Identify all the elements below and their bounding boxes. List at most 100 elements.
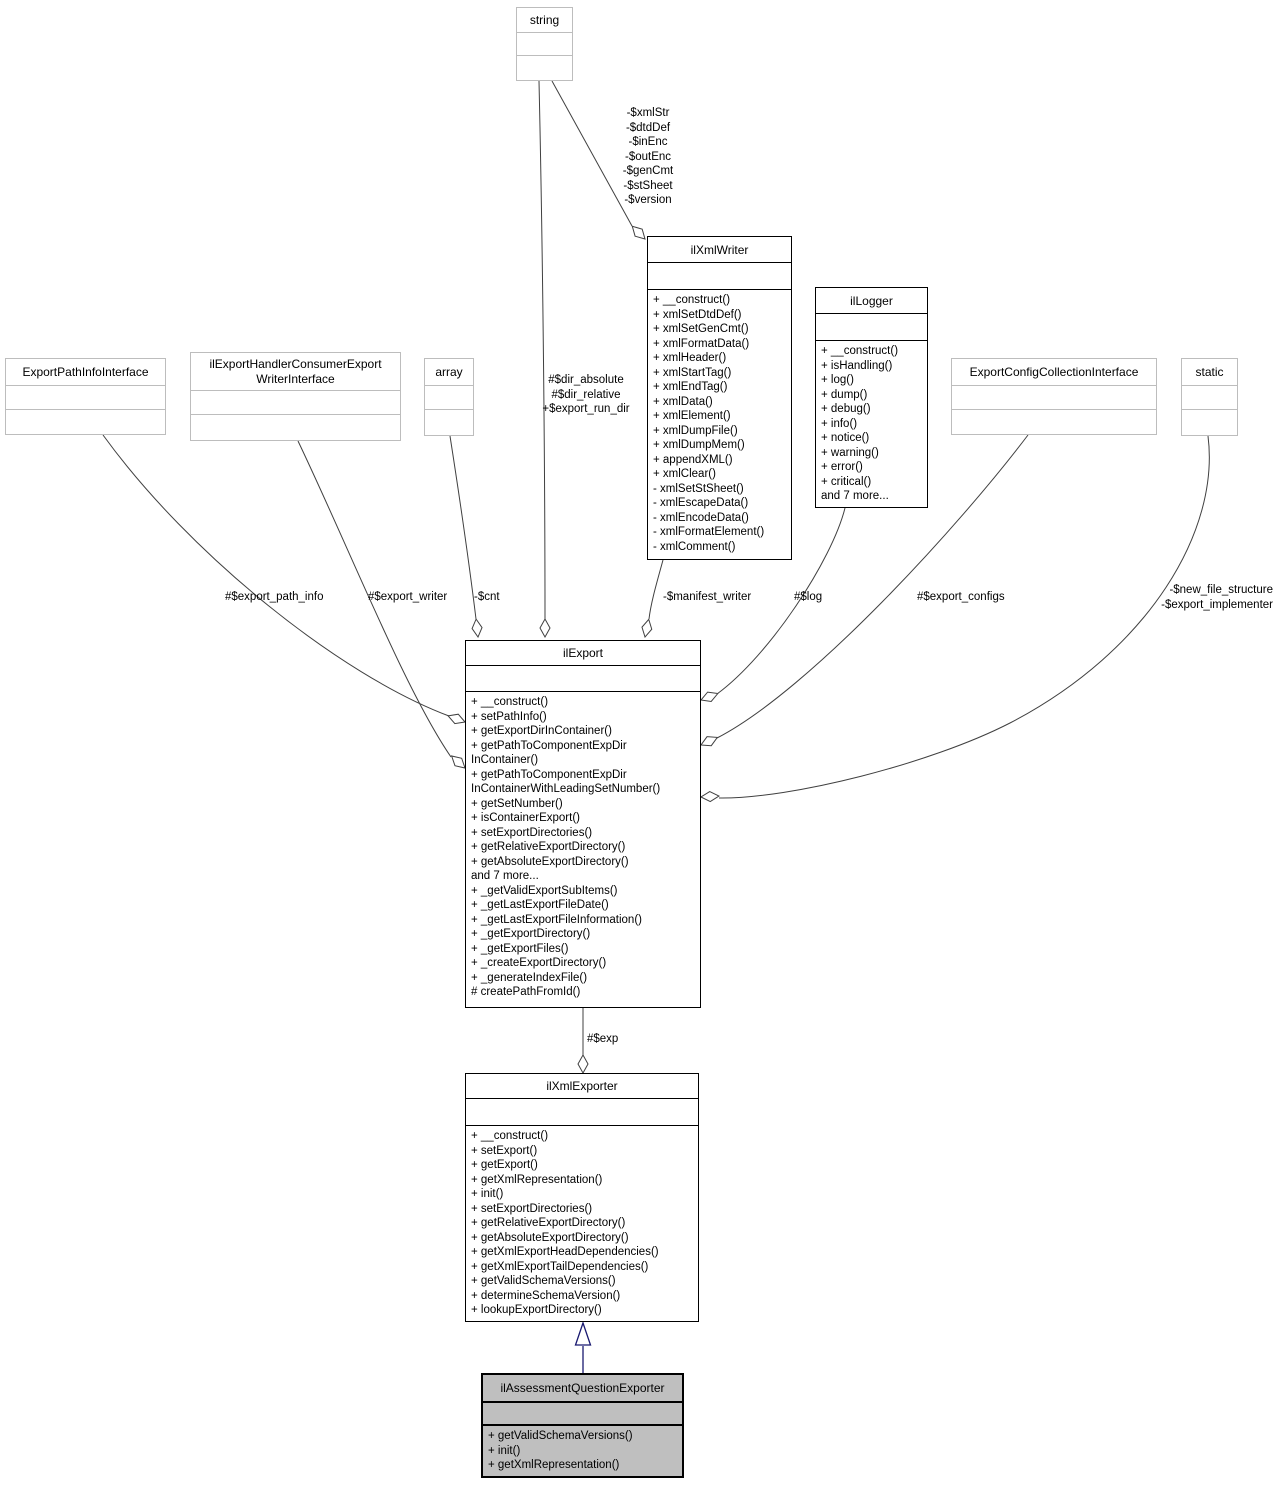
text-line: +$export_run_dir — [542, 403, 630, 415]
class-methods: + __construct()+ isHandling()+ log()+ du… — [816, 340, 927, 506]
text-line: + xmlDumpFile() — [653, 424, 738, 437]
class-box-ilxmlexporter[interactable]: ilXmlExporter + __construct() + setExport… — [465, 1073, 699, 1322]
class-title: ExportPathInfoInterface — [22, 365, 149, 379]
text-line: + init() — [488, 1444, 521, 1457]
class-box-illogger[interactable]: ilLogger + __construct()+ isHandling()+ … — [815, 287, 928, 508]
class-attrs-empty — [952, 385, 1156, 409]
text-line: -$stSheet — [623, 179, 673, 192]
text-line: + log() — [821, 374, 854, 386]
class-title: ilAssessmentQuestionExporter — [500, 1381, 665, 1395]
class-attrs-empty — [466, 1098, 698, 1125]
text-line: + dump() — [821, 388, 868, 401]
text-line: + getPathToComponentExpDir — [471, 768, 627, 781]
class-attrs-empty — [648, 262, 791, 289]
text-line: - xmlEscapeData() — [653, 497, 749, 509]
class-methods-empty — [191, 414, 400, 440]
edge-exportpathinfo-ilexport — [102, 434, 450, 717]
text-line: + xmlEndTag() — [653, 381, 728, 393]
class-attrs-empty — [1182, 385, 1237, 409]
edge-label-cnt: -$cnt — [474, 591, 500, 603]
aggregation-diamond-icon — [447, 713, 466, 725]
text-line: - xmlComment() — [653, 540, 736, 553]
text-line: + debug() — [821, 403, 871, 415]
text-line: + _getExportDirectory() — [471, 928, 591, 940]
aggregation-diamond-icon — [471, 618, 483, 639]
edge-label-exp: #$exp — [587, 1033, 619, 1045]
inheritance-edge — [574, 1320, 592, 1373]
text-line: + _createExportDirectory() — [471, 957, 607, 969]
text-line: + getAbsoluteExportDirectory() — [471, 855, 629, 868]
class-methods: + getValidSchemaVersions() + init() + getX… — [483, 1424, 682, 1475]
text-line: + _getValidExportSubItems() — [471, 884, 618, 897]
text-line: -$xmlStr — [626, 107, 670, 119]
text-line: + getXmlRepresentation() — [488, 1459, 620, 1471]
text-line: + setExportDirectories() — [471, 1202, 593, 1215]
text-line: -$outEnc — [624, 150, 672, 163]
class-box-ilassessmentquestionexporter: ilAssessmentQuestionExporter + getValidS… — [481, 1373, 684, 1478]
text-line: - xmlSetStSheet() — [653, 482, 744, 495]
aggregation-diamond-icon — [631, 225, 646, 240]
aggregation-diamond-icon — [700, 691, 719, 702]
text-line: - xmlEncodeData() — [653, 511, 749, 524]
text-line: + isContainerExport() — [471, 812, 580, 824]
class-methods-empty — [6, 409, 165, 434]
class-attrs-empty — [466, 665, 700, 691]
text-line: + notice() — [821, 432, 870, 444]
aggregation-diamond-icon — [539, 617, 551, 639]
text-line: + getExport() — [471, 1159, 538, 1171]
edge-label-log: #$log — [794, 591, 823, 603]
edge-static-ilexport — [718, 435, 1210, 799]
text-line: + getExportDirInContainer() — [471, 725, 612, 737]
text-line: + getAbsoluteExportDirectory() — [471, 1231, 629, 1244]
text-line: + xmlSetGenCmt() — [653, 323, 749, 335]
inheritance-triangle-icon — [574, 1320, 592, 1346]
class-title: array — [435, 365, 463, 379]
text-line: + _generateIndexFile() — [471, 971, 588, 984]
class-methods: + __construct() + setExport() + getExport(… — [466, 1125, 698, 1320]
class-methods-empty — [425, 409, 473, 435]
text-line: + appendXML() — [653, 453, 733, 466]
text-line: + isHandling() — [821, 359, 893, 372]
class-title: ilXmlExporter — [546, 1079, 618, 1093]
edge-ilxmlwriter-ilexport — [648, 559, 664, 620]
text-line: + getValidSchemaVersions() — [471, 1275, 616, 1287]
class-title: ExportConfigCollectionInterface — [969, 365, 1139, 379]
class-box-array: array — [424, 358, 474, 436]
text-line: -$genCmt — [622, 165, 674, 177]
class-attrs-empty — [191, 390, 400, 414]
text-line: + __construct() — [471, 1130, 549, 1142]
text-line: + xmlData() — [653, 395, 713, 408]
class-title: ilLogger — [850, 293, 893, 308]
text-line: + getRelativeExportDirectory() — [471, 841, 626, 853]
edge-array-ilexport — [449, 435, 477, 620]
text-line: + getXmlExportHeadDependencies() — [471, 1246, 659, 1258]
text-line: -$export_implementer — [1161, 598, 1273, 611]
class-title: string — [529, 13, 560, 27]
text-line: InContainer() — [471, 754, 539, 766]
class-attrs-empty — [425, 385, 473, 409]
text-line: + getXmlExportTailDependencies() — [471, 1260, 649, 1273]
class-box-ilxmlwriter[interactable]: ilXmlWriter + __construct()+ xmlSetDtdDe… — [647, 236, 792, 560]
text-line: and 7 more... — [471, 870, 539, 882]
text-line: + error() — [821, 461, 863, 473]
text-line: InContainerWithLeadingSetNumber() — [471, 783, 661, 795]
edge-label-xmlwriter-members: -$xmlStr-$dtdDef-$inEnc-$outEnc-$genCmt-… — [600, 106, 696, 208]
class-title: static — [1195, 365, 1224, 379]
aggregation-diamond-icon — [700, 736, 719, 747]
text-line: + info() — [821, 417, 858, 430]
text-line: + xmlClear() — [653, 468, 716, 480]
text-line: ilExportHandlerConsumerExport — [209, 356, 382, 371]
text-line: #$dir_absolute — [548, 374, 624, 386]
text-line: + getValidSchemaVersions() — [488, 1430, 633, 1442]
text-line: + xmlDumpMem() — [653, 439, 745, 451]
text-line: + setExport() — [471, 1144, 538, 1157]
text-line: + _getLastExportFileDate() — [471, 899, 609, 911]
edge-label-manifest-writer: -$manifest_writer — [663, 591, 752, 603]
class-attrs-empty — [517, 32, 572, 55]
text-line: + _getLastExportFileInformation() — [471, 913, 642, 926]
text-line: + __construct() — [653, 294, 731, 306]
class-box-ilexport[interactable]: ilExport + __construct()+ setPathInfo()+… — [465, 640, 701, 1008]
text-line: and 7 more... — [821, 490, 889, 502]
text-line: + init() — [471, 1188, 504, 1200]
